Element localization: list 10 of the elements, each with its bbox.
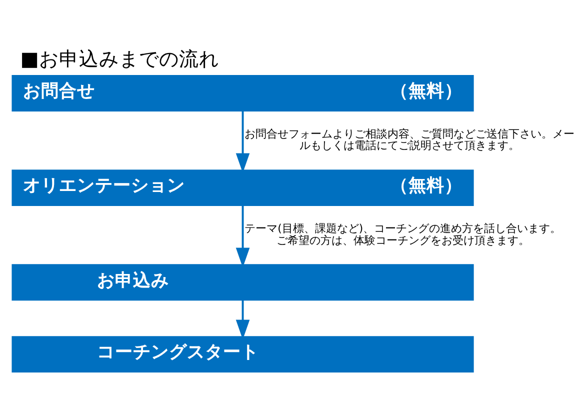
edge-label: テーマ(目標、課題など)、コーチングの進め方を話し合います。ご希望の方は、体験コーチングをお受け頂きます。 [244,221,562,246]
diagram-title: ■お申込みまでの流れ [20,47,219,70]
edge-label: お問合せフォームよりご相談内容、ご質問などご送信下さい。メールもしくは電話にてご説明させて頂きます。 [244,126,574,152]
node-box: オリエンテーション （無料） [12,169,474,206]
node-box: お申込み [12,264,474,300]
arrow [236,300,250,340]
arrow [236,205,250,268]
node-box: コーチングスタート [12,336,474,372]
node-box: お問合せ （無料） [12,74,474,111]
arrow [236,110,250,172]
